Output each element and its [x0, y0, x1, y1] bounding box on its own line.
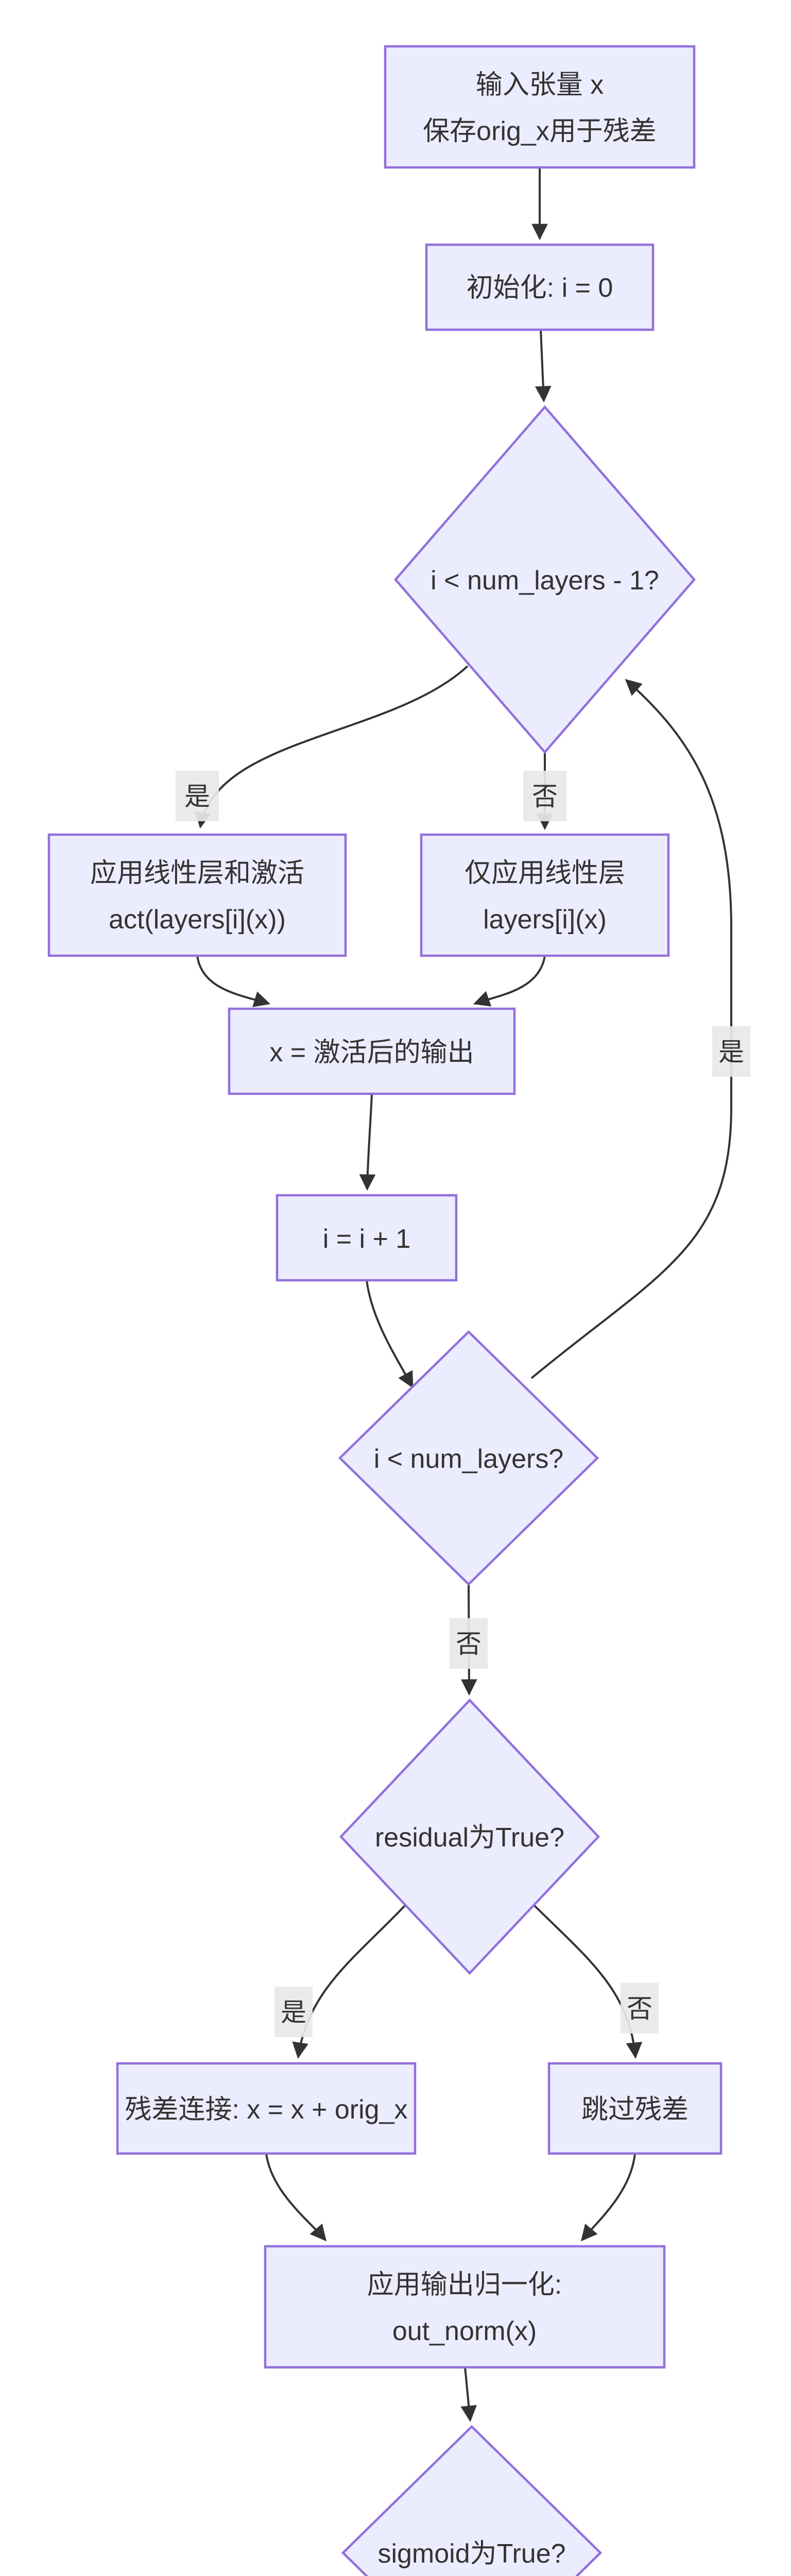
node-out-norm-box	[264, 2245, 666, 2369]
node-loop-check-2-label: i < num_layers?	[374, 1444, 564, 1474]
edge-label-no2: 否	[456, 1630, 482, 1658]
node-sigmoid-check-diamond	[341, 2425, 603, 2576]
node-residual-add-label: 残差连接: x = x + orig_x	[125, 2095, 407, 2125]
edge-outnorm-to-sigmoidcheck	[460, 2367, 477, 2422]
node-out-norm-line1: 应用输出归一化:	[367, 2270, 562, 2300]
edge-loopcheck2-yes-loop-to-loopcheck1	[530, 679, 732, 1379]
edge-label-yes1: 是	[184, 782, 210, 811]
node-init: 初始化: i = 0	[425, 243, 655, 331]
node-linear-act: 应用线性层和激活 act(layers[i](x))	[47, 833, 347, 957]
node-loop-check-1: i < num_layers - 1?	[394, 405, 696, 754]
node-linear-only-box	[420, 833, 670, 957]
node-linear-only-line2: layers[i](x)	[483, 905, 607, 935]
edge-residualcheck-yes-to-residualadd	[292, 1904, 406, 2059]
edge-label-bg-no3	[621, 1983, 659, 2033]
node-residual-check-label: residual为True?	[375, 1823, 564, 1853]
node-assign-output-box	[228, 1007, 516, 1095]
edge-label-bg-no2	[450, 1618, 488, 1669]
node-assign-output: x = 激活后的输出	[228, 1007, 516, 1095]
node-residual-add-box	[116, 2062, 417, 2155]
node-loop-check-1-label: i < num_layers - 1?	[431, 566, 659, 596]
node-input-box	[384, 45, 696, 169]
node-skip-residual-label: 跳过残差	[581, 2095, 689, 2125]
edge-label-bg-yes2	[274, 1987, 313, 2037]
node-input-line1: 输入张量 x	[476, 70, 604, 100]
edges	[195, 167, 732, 2422]
node-linear-act-box	[47, 833, 347, 957]
edge-loopcheck1-yes-to-linearact	[195, 665, 469, 829]
node-loop-check-2-diamond	[338, 1330, 599, 1586]
edge-increment-to-loopcheck2	[366, 1280, 414, 1388]
node-skip-residual-box	[547, 2062, 723, 2155]
edge-skip-to-outnorm	[580, 2153, 636, 2242]
node-sigmoid-check-label: sigmoid为True?	[377, 2539, 565, 2569]
edge-residualadd-to-outnorm	[265, 2153, 327, 2242]
edge-label-no3: 否	[627, 1994, 652, 2023]
node-init-label: 初始化: i = 0	[467, 273, 613, 303]
edge-linearonly-to-assign	[473, 955, 546, 1007]
node-linear-only: 仅应用线性层 layers[i](x)	[420, 833, 670, 957]
edge-labels: 是 否 是 否 是 否 是 否	[176, 771, 750, 2037]
edge-label-bg-yes1	[176, 771, 219, 821]
node-assign-output-label: x = 激活后的输出	[269, 1038, 474, 1067]
edge-label-yes2: 是	[281, 1998, 306, 2027]
node-input: 输入张量 x 保存orig_x用于残差	[384, 45, 696, 169]
node-increment: i = i + 1	[276, 1194, 458, 1282]
edge-residualcheck-no-to-skip	[533, 1904, 643, 2059]
node-skip-residual: 跳过残差	[547, 2062, 723, 2155]
node-residual-check-diamond	[339, 1698, 600, 1975]
node-loop-check-2: i < num_layers?	[338, 1330, 599, 1586]
edge-label-loop-yes: 是	[718, 1038, 744, 1066]
node-residual-add: 残差连接: x = x + orig_x	[116, 2062, 417, 2155]
node-residual-check: residual为True?	[339, 1698, 600, 1975]
node-increment-label: i = i + 1	[323, 1224, 411, 1254]
node-linear-act-line1: 应用线性层和激活	[90, 858, 304, 888]
node-input-line2: 保存orig_x用于残差	[423, 116, 657, 146]
node-linear-only-line1: 仅应用线性层	[465, 858, 625, 888]
edge-assign-to-increment	[359, 1093, 376, 1191]
edge-init-to-loopcheck1	[535, 329, 552, 403]
node-linear-act-line2: act(layers[i](x))	[109, 905, 286, 935]
edge-label-no1: 否	[532, 782, 558, 811]
edge-label-bg-loop-yes	[712, 1026, 750, 1077]
node-increment-box	[276, 1194, 458, 1282]
edge-label-bg-no1	[523, 771, 566, 821]
node-init-box	[425, 243, 655, 331]
node-loop-check-1-diamond	[394, 405, 696, 754]
edge-linearact-to-assign	[196, 955, 271, 1007]
node-out-norm: 应用输出归一化: out_norm(x)	[264, 2245, 666, 2369]
node-out-norm-line2: out_norm(x)	[392, 2316, 537, 2346]
node-sigmoid-check: sigmoid为True?	[341, 2425, 603, 2576]
